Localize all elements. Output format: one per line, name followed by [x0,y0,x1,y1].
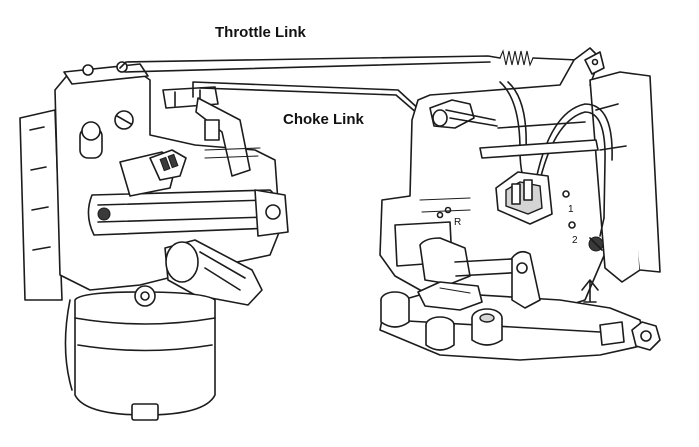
throttle-link [119,49,583,73]
choke-link-label: Choke Link [283,111,365,128]
governor-control-plate [379,47,661,361]
carburetor [19,61,289,421]
choke-link [192,81,423,115]
mark-two: 2 [572,235,578,246]
throttle-link-label: Throttle Link [215,24,306,41]
mark-one: 1 [568,204,574,215]
mark-r: R [454,217,461,228]
